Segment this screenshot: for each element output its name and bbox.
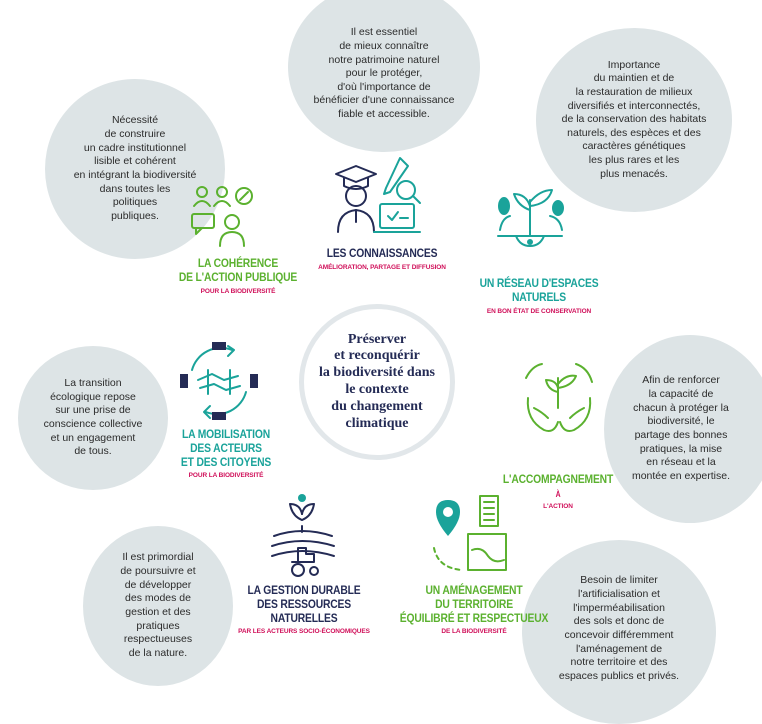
farm-tractor-icon xyxy=(271,494,335,577)
pillar-subtitle: POUR LA BIODIVERSITÉ xyxy=(188,472,264,480)
pillar-title-main: L'ACCOMPAGNEMENT xyxy=(502,471,614,486)
bubble-gestion-durable: Il est primordial de poursuivre et de dé… xyxy=(83,526,233,686)
center-title: Préserver et reconquérir la biodiversité… xyxy=(319,331,435,431)
pillar-title: UN RÉSEAU D'ESPACES NATURELS xyxy=(479,276,599,304)
hands-sprout-icon xyxy=(525,363,593,432)
pillar-reseau-espaces: UN RÉSEAU D'ESPACES NATURELS EN BON ÉTAT… xyxy=(458,276,620,315)
territory-map-icon xyxy=(433,495,507,571)
pillar-title: LA COHÉRENCE DE L'ACTION PUBLIQUE xyxy=(178,256,298,284)
pillar-title-suffix: À xyxy=(555,489,561,499)
pillar-connaissances: LES CONNAISSANCES AMÉLIORATION, PARTAGE … xyxy=(296,246,468,271)
pillar-subtitle: L'ACTION xyxy=(543,503,573,511)
public-action-icon xyxy=(191,186,253,247)
pillar-gestion-durable: LA GESTION DURABLE DES RESSOURCES NATURE… xyxy=(214,583,394,636)
bubble-mobilisation: La transition écologique repose sur une … xyxy=(18,346,168,490)
pillar-title: UN AMÉNAGEMENT DU TERRITOIRE ÉQUILIBRÉ E… xyxy=(399,583,549,625)
pillar-subtitle: AMÉLIORATION, PARTAGE ET DIFFUSION xyxy=(318,263,446,271)
pillar-subtitle: POUR LA BIODIVERSITÉ xyxy=(200,287,276,295)
pillar-subtitle: EN BON ÉTAT DE CONSERVATION xyxy=(486,307,592,315)
pillar-title: L'ACCOMPAGNEMENT À xyxy=(496,459,620,500)
pillar-subtitle: PAR LES ACTEURS SOCIO-ÉCONOMIQUES xyxy=(238,628,370,636)
scientist-laptop-icon xyxy=(335,157,421,233)
pillar-mobilisation: LA MOBILISATION DES ACTEURS ET DES CITOY… xyxy=(150,427,302,480)
pillar-amenagement: UN AMÉNAGEMENT DU TERRITOIRE ÉQUILIBRÉ E… xyxy=(384,583,564,636)
pillar-title: LA MOBILISATION DES ACTEURS ET DES CITOY… xyxy=(180,427,272,469)
pillar-title: LA GESTION DURABLE DES RESSOURCES NATURE… xyxy=(247,583,361,625)
pillar-subtitle: DE LA BIODIVERSITÉ xyxy=(441,628,507,636)
bubble-connaissances: Il est essentiel de mieux connaître notr… xyxy=(288,0,480,152)
plants-soil-icon xyxy=(497,189,564,247)
pillar-title: LES CONNAISSANCES xyxy=(326,246,438,260)
bubble-reseau-espaces: Importance du maintien et de la restaura… xyxy=(536,28,732,212)
pillar-accompagnement: L'ACCOMPAGNEMENT À L'ACTION xyxy=(486,459,630,510)
pillar-coherence: LA COHÉRENCE DE L'ACTION PUBLIQUE POUR L… xyxy=(158,256,318,295)
center-circle: Préserver et reconquérir la biodiversité… xyxy=(299,304,455,460)
bubble-accompagnement: Afin de renforcer la capacité de chacun … xyxy=(604,335,762,523)
joined-hands-icon xyxy=(180,342,258,420)
bubble-amenagement: Besoin de limiter l'artificialisation et… xyxy=(522,540,716,724)
